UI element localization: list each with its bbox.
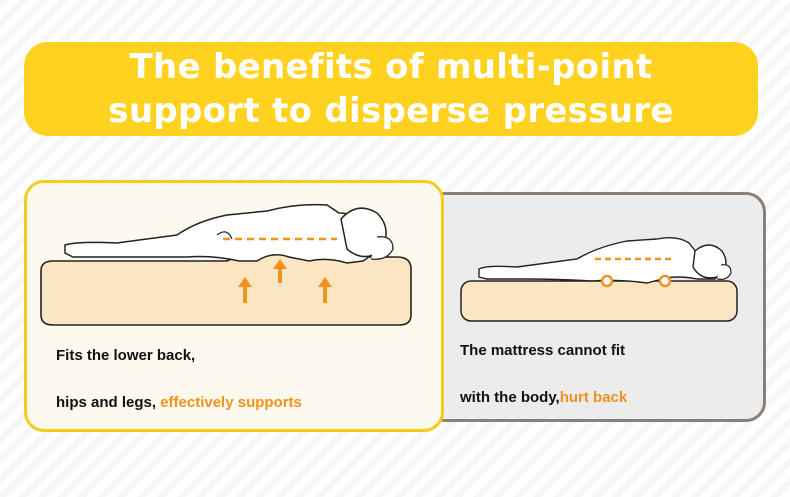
hand-outline	[216, 231, 233, 240]
left-caption-line-1: Fits the lower back,	[56, 347, 196, 364]
right-caption-line-1: The mattress cannot fit	[460, 342, 626, 359]
right-caption-line-2: with the body,hurt back	[460, 389, 628, 406]
right-caption-highlight: hurt back	[559, 389, 628, 406]
mattress-contoured	[40, 252, 412, 326]
head-outline	[340, 207, 387, 258]
title-line-2: support to disperse pressure	[108, 91, 674, 131]
left-caption-line-2: hips and legs, effectively supports	[56, 394, 302, 411]
gap-marker-1	[600, 274, 614, 288]
supportive-mattress-illustration	[40, 203, 412, 326]
title-banner: The benefits of multi-point support to d…	[24, 42, 758, 136]
support-arrow-3	[318, 277, 332, 303]
gap-marker-2	[658, 274, 672, 288]
support-arrow-1	[238, 277, 252, 303]
pillow-outline	[370, 236, 394, 260]
supportive-mattress-card: Fits the lower back, hips and legs, effe…	[24, 180, 444, 432]
pillow-outline	[716, 264, 732, 280]
unsupportive-mattress-illustration	[460, 236, 738, 322]
support-arrows	[238, 259, 332, 303]
title-line-1: The benefits of multi-point	[129, 47, 653, 87]
left-caption-highlight: effectively supports	[160, 394, 302, 411]
support-arrow-2	[273, 259, 287, 283]
unsupportive-mattress-card: The mattress cannot fit with the body,hu…	[424, 192, 766, 422]
mattress-flat	[460, 280, 738, 322]
body-outline	[478, 236, 723, 284]
